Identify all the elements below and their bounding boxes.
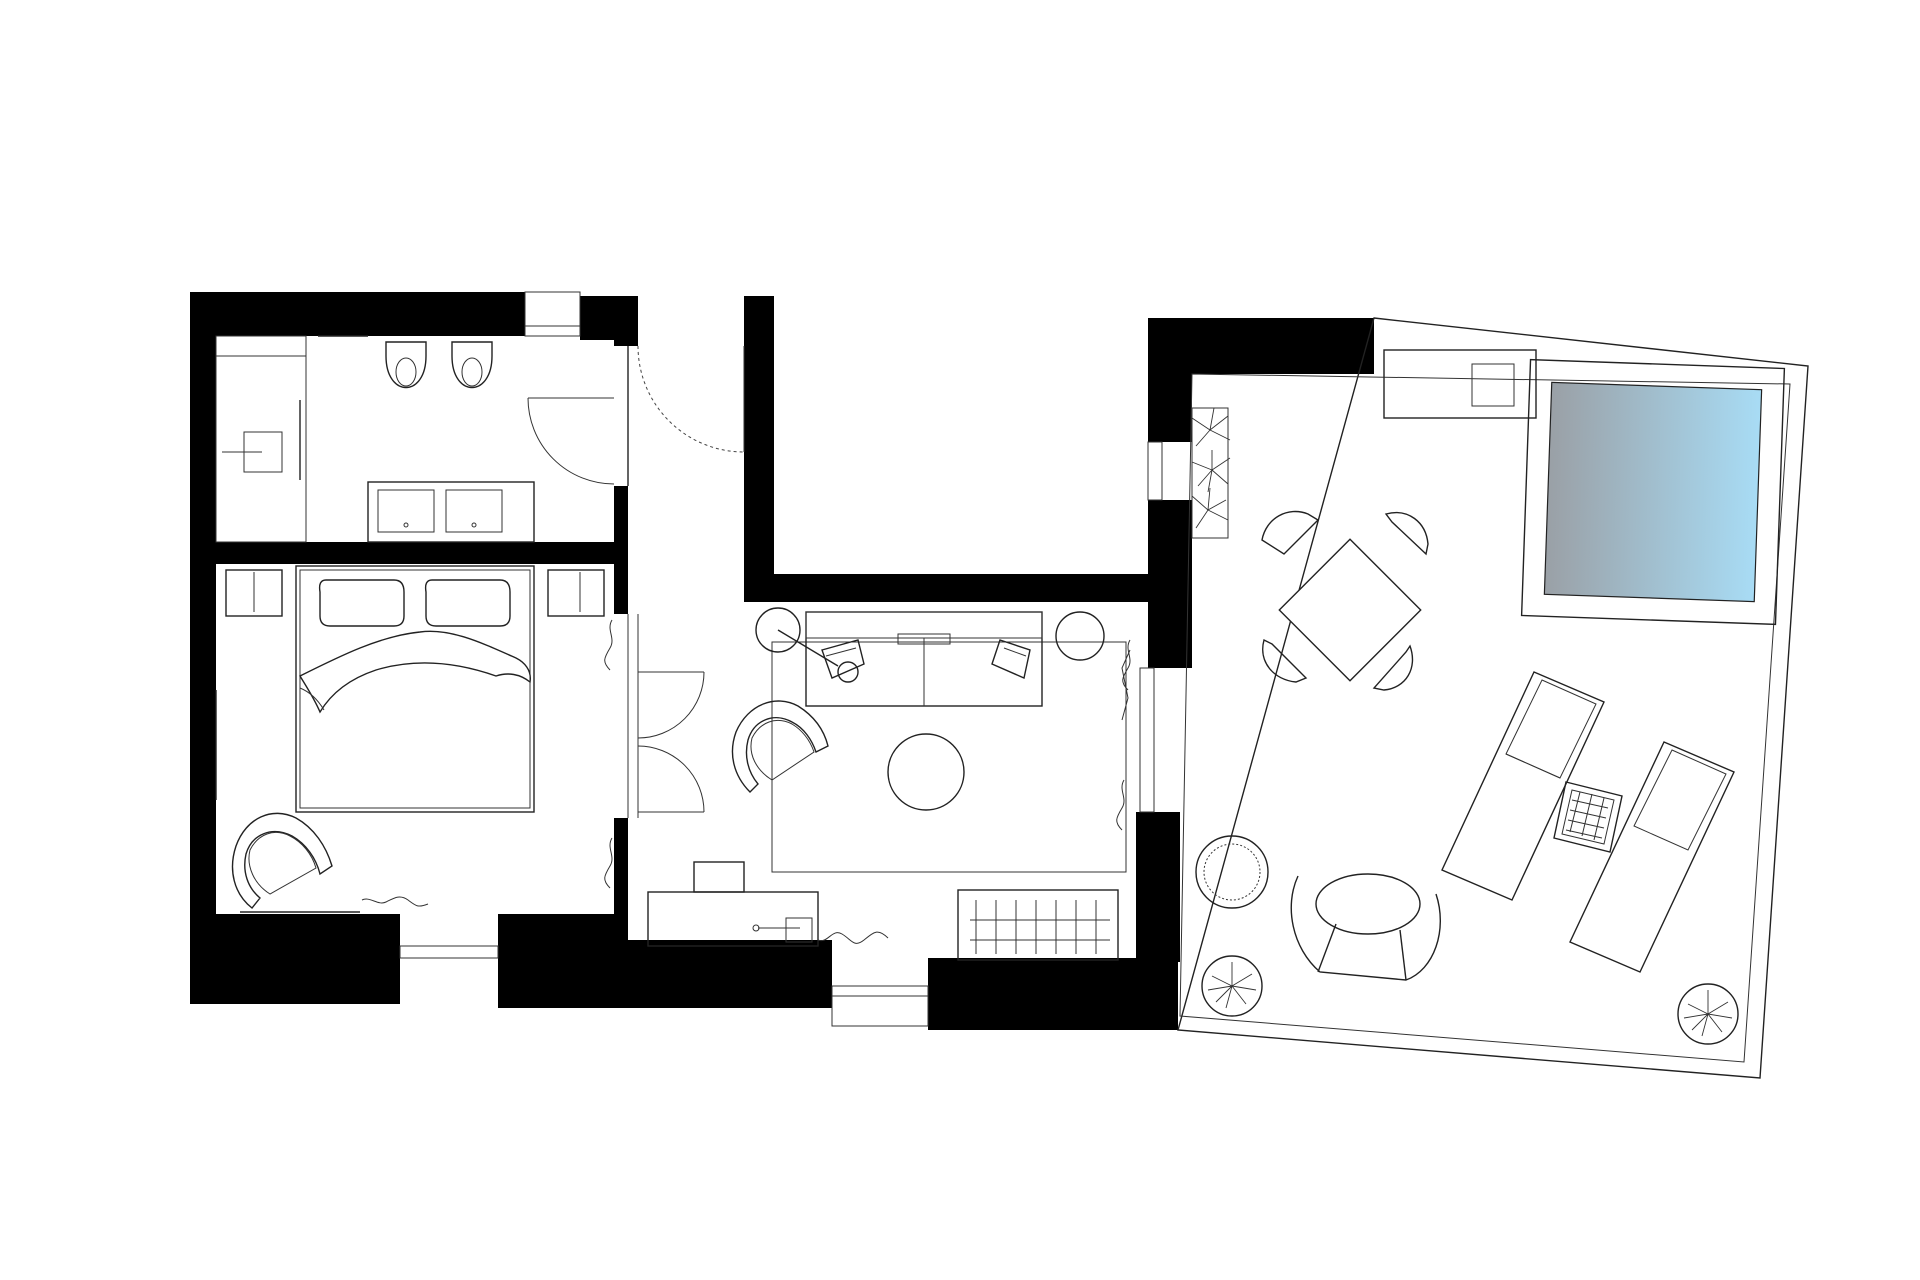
wall-living-terrace-mid — [1148, 500, 1192, 668]
nightstand-right — [547, 569, 605, 617]
wall-living-top — [744, 574, 1148, 602]
lounger-side-table — [1553, 781, 1623, 853]
hall-chair — [693, 861, 745, 893]
dining-table — [1278, 538, 1422, 682]
wall-bottom-left — [190, 914, 400, 1004]
toilet — [451, 341, 493, 389]
wall-bottom-right — [928, 958, 1178, 1030]
living-room — [731, 607, 1131, 961]
outdoor-sink — [1471, 363, 1515, 407]
potted-plant-left — [1201, 955, 1263, 1017]
hall-lamp-base — [785, 917, 813, 943]
wall-top-left — [190, 292, 525, 336]
entry-door-swing — [637, 345, 745, 453]
hallway — [627, 345, 889, 947]
potted-plant-right — [1677, 983, 1739, 1045]
wall-terrace-top — [1148, 318, 1374, 374]
coffee-table — [887, 733, 965, 811]
wall-bath-bedroom — [216, 542, 614, 564]
sun-lounger-left — [1441, 671, 1605, 901]
dining-chair-ne — [1384, 512, 1429, 556]
basin-left — [377, 489, 435, 533]
shower-tray — [215, 335, 307, 543]
wall-bedroom-right-lower — [614, 818, 628, 918]
terrace-lounge-chair — [1290, 873, 1441, 981]
sofa-pillow-left — [821, 639, 865, 679]
wall-hall-right — [618, 910, 628, 950]
bedroom — [215, 565, 613, 913]
walls — [190, 292, 1374, 1030]
blanket-fold — [299, 630, 531, 714]
bedroom-armchair — [231, 812, 333, 909]
window-bedroom-bottom — [399, 945, 499, 959]
living-rug — [771, 641, 1127, 873]
terrace-pouf — [1195, 835, 1269, 909]
terrace — [1191, 349, 1786, 1045]
side-table-right — [1055, 611, 1105, 661]
dining-chair-sw — [1262, 638, 1308, 683]
pool-frame — [1520, 358, 1786, 626]
wall-living-terrace-lower — [1136, 812, 1180, 962]
wall-living-notch-left — [744, 296, 774, 602]
wall-left-outer — [190, 292, 216, 1004]
outdoor-kitchen — [1383, 349, 1537, 419]
basin-right — [445, 489, 503, 533]
hall-console — [647, 891, 819, 947]
wall-bottom-hall — [498, 940, 832, 1008]
wall-bedroom-right-upper — [614, 564, 628, 614]
window-living-right — [1139, 667, 1155, 813]
sun-lounger-right — [1569, 741, 1735, 973]
window-hall-bottom — [831, 985, 929, 1027]
bathroom — [215, 335, 615, 543]
radiator-bench — [957, 889, 1119, 961]
terrace-outline — [1177, 317, 1809, 1079]
floor-lamp — [837, 661, 859, 683]
planter-box — [1191, 407, 1229, 539]
bedroom-door-swing-lower — [637, 745, 705, 813]
pillow-left — [318, 579, 405, 627]
sofa-cushion-center — [897, 633, 951, 645]
nightstand-left — [225, 569, 283, 617]
planter-plants — [1191, 407, 1231, 529]
pool-water — [1543, 381, 1763, 603]
wall-bath-right-lower — [614, 486, 628, 564]
bidet — [385, 341, 427, 389]
window-bath-top — [524, 291, 581, 337]
side-table-left — [755, 607, 801, 653]
bed-frame — [295, 565, 535, 813]
wall-bath-right-upper — [614, 296, 638, 346]
window-terrace-left — [1147, 441, 1163, 501]
dining-chair-nw — [1261, 510, 1320, 555]
pillow-right — [424, 579, 511, 627]
sofa-pillow-right — [991, 639, 1031, 679]
dining-chair-se — [1372, 644, 1414, 691]
vanity-counter — [367, 481, 535, 543]
radiator-fins — [970, 900, 1110, 954]
living-armchair — [731, 700, 829, 793]
dining-set — [1261, 510, 1429, 691]
